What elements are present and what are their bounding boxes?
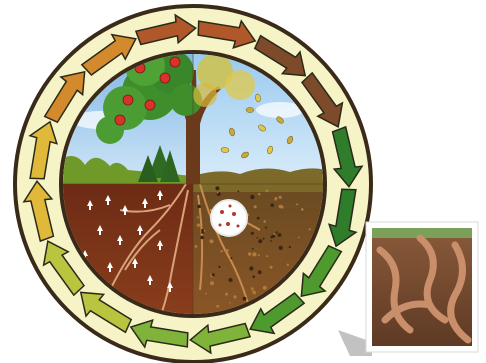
soil-speck (248, 252, 251, 255)
apple (115, 115, 125, 125)
soil-speck (256, 237, 258, 239)
soil-speck (263, 286, 267, 290)
soil-speck (301, 208, 304, 211)
falling-leaf (221, 147, 229, 153)
soil-speck (273, 233, 275, 235)
soil-speck (249, 266, 253, 270)
soil-speck (263, 238, 265, 240)
soil-speck (254, 205, 257, 208)
soil-speck (258, 254, 260, 256)
soil-speck (197, 205, 201, 209)
apple (123, 95, 133, 105)
soil-speck (266, 255, 268, 257)
soil-speck (270, 266, 273, 269)
soil-speck (216, 305, 219, 308)
soil-speck (195, 245, 198, 248)
soil-speck (215, 186, 219, 190)
soil-speck (270, 240, 272, 242)
soil-speck (251, 232, 254, 235)
soil-speck (250, 195, 254, 199)
soil-speck (276, 231, 278, 233)
soil-speck (226, 249, 229, 252)
soil-speck (229, 278, 233, 282)
soil-speck (257, 217, 260, 220)
soil-speck (200, 236, 204, 240)
soil-speck (270, 203, 274, 207)
soil-speck (279, 196, 282, 199)
soil-speck (229, 302, 231, 304)
soil-speck (234, 295, 237, 298)
soil-speck (205, 293, 207, 295)
soil-speck (253, 275, 256, 278)
soil-speck (287, 264, 289, 266)
soil-speck (252, 290, 255, 293)
soil-speck (274, 199, 276, 201)
soil-speck (252, 252, 256, 256)
leaf-litter-right (193, 168, 326, 192)
soil-speck (265, 227, 267, 229)
soil-speck (279, 205, 282, 208)
soil-speck (225, 293, 228, 296)
soil-speck (298, 237, 300, 239)
soil-speck (212, 273, 215, 276)
soil-speck (217, 192, 219, 194)
soil-speck (258, 270, 262, 274)
soil-speck (197, 224, 200, 227)
apple (160, 73, 170, 83)
soil-speck (209, 239, 213, 243)
soil-speck (201, 229, 204, 232)
soil-speck (258, 193, 260, 195)
soil-speck (252, 248, 254, 250)
apple (145, 100, 155, 110)
soil-speck (258, 239, 262, 243)
falling-leaf (246, 108, 254, 113)
soil-speck (278, 233, 282, 237)
soil-speck (309, 228, 311, 230)
soil-speck (230, 257, 232, 259)
soil-speck (243, 297, 247, 301)
soil-speck (220, 250, 222, 252)
soil-speck (218, 266, 220, 268)
soil-speck (289, 246, 291, 248)
soil-speck (263, 220, 266, 223)
apple (170, 57, 180, 67)
soil-speck (197, 216, 199, 218)
soil-speck (237, 190, 239, 192)
soil-speck (210, 281, 214, 285)
soil-speck (296, 203, 298, 205)
soil-speck (251, 287, 254, 290)
soil-speck (266, 190, 269, 193)
soil-speck (279, 246, 283, 250)
